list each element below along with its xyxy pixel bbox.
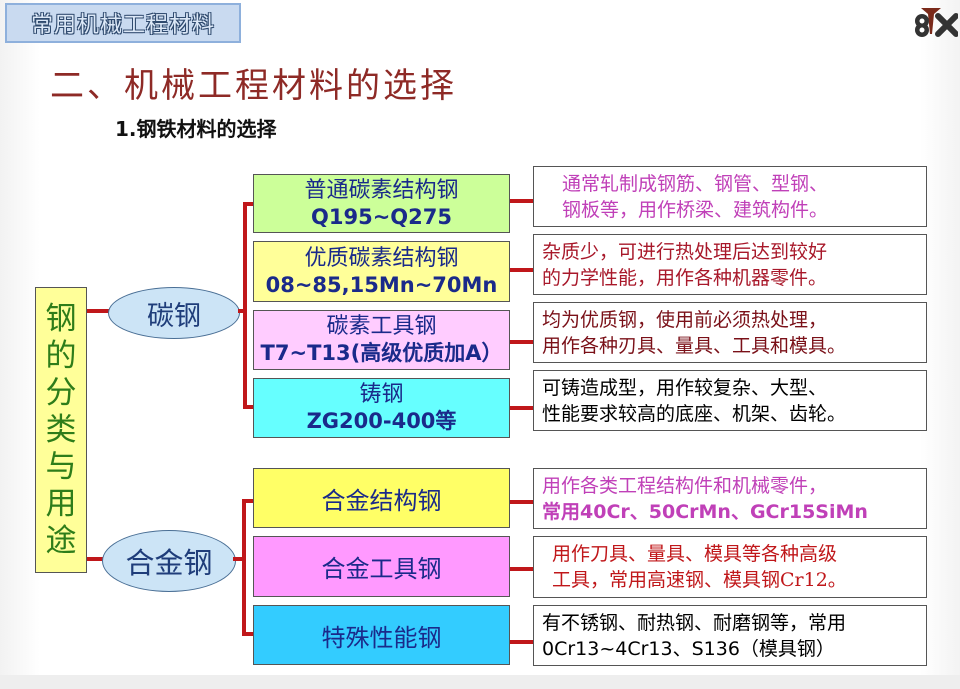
carbon-steel-node: 碳钢 [108, 287, 240, 339]
connector-row [510, 640, 534, 644]
section-header-label: 常用机械工程材料 [30, 13, 215, 38]
usage-line: 的力学性能，用作各种机器零件。 [542, 266, 828, 289]
steel-grade: 08~85,15Mn~70Mn [265, 272, 498, 297]
gear-logo-icon [915, 8, 958, 37]
root-char: 与 [45, 448, 77, 485]
usage-description-box: 均为优质钢，使用前必须热处理， 用作各种刃具、量具、工具和模具。 [533, 302, 927, 363]
connector-carbon-stub [238, 309, 246, 313]
root-char: 类 [45, 411, 77, 448]
steel-type-title: 碳素工具钢 [326, 314, 437, 339]
steel-type-box: 碳素工具钢 T7~T13(高级优质加A） [253, 310, 510, 370]
page-title: 二、机械工程材料的选择 [50, 66, 457, 106]
connector-row [510, 199, 534, 203]
steel-type-title: 特殊性能钢 [321, 623, 442, 652]
steel-type-box: 特殊性能钢 [253, 605, 510, 665]
connector-alloy-top [242, 499, 254, 503]
root-category-box: 钢 的 分 类 与 用 途 [35, 287, 87, 573]
root-char: 途 [45, 522, 77, 559]
usage-description-box: 可铸造成型，用作较复杂、大型、 性能要求较高的底座、机架、齿轮。 [533, 370, 927, 431]
usage-line: 0Cr13~4Cr13、S136（模具钢） [542, 637, 835, 660]
root-char: 分 [45, 374, 77, 411]
usage-description-box: 有不锈钢、耐热钢、耐磨钢等，常用 0Cr13~4Cr13、S136（模具钢） [533, 605, 927, 666]
usage-description-box: 杂质少，可进行热处理后达到较好 的力学性能，用作各种机器零件。 [533, 234, 927, 295]
usage-description-box: 用作各类工程结构件和机械零件， 常用40Cr、50CrMn、GCr15SiMn [533, 468, 927, 529]
steel-type-title: 优质碳素结构钢 [304, 245, 459, 271]
root-char: 的 [45, 337, 77, 374]
connector-row [510, 340, 534, 344]
alloy-steel-node: 合金钢 [102, 530, 236, 592]
steel-type-box: 普通碳素结构钢 Q195~Q275 [253, 174, 510, 233]
usage-line: 杂质少，可进行热处理后达到较好 [542, 240, 828, 263]
usage-line: 用作各种刃具、量具、工具和模具。 [542, 334, 847, 357]
usage-line: 可铸造成型，用作较复杂、大型、 [542, 376, 828, 399]
steel-type-box: 合金工具钢 [253, 536, 510, 597]
usage-line: 用作各类工程结构件和机械零件， [542, 474, 828, 497]
usage-line: 均为优质钢，使用前必须热处理， [542, 308, 828, 331]
section-header-box: 常用机械工程材料 [5, 3, 241, 43]
connector-root-alloy [87, 557, 103, 561]
usage-line: 常用40Cr、50CrMn、GCr15SiMn [542, 500, 868, 523]
connector-carbon-bottom [243, 405, 254, 409]
alloy-steel-label: 合金钢 [125, 546, 213, 580]
steel-grade: Q195~Q275 [311, 204, 452, 229]
steel-type-title: 合金结构钢 [321, 486, 442, 515]
steel-type-title: 铸钢 [359, 382, 404, 407]
steel-type-box: 合金结构钢 [253, 468, 510, 528]
connector-carbon-bracket [243, 202, 247, 409]
connector-row [510, 567, 534, 571]
carbon-steel-label: 碳钢 [147, 300, 201, 332]
connector-alloy-bracket [242, 499, 246, 636]
steel-grade: T7~T13(高级优质加A） [260, 341, 503, 365]
root-char: 钢 [45, 300, 77, 337]
steel-type-title: 合金工具钢 [321, 555, 442, 583]
usage-line: 有不锈钢、耐热钢、耐磨钢等，常用 [542, 611, 847, 634]
usage-line: 通常轧制成钢筋、钢管、型钢、 [562, 172, 829, 195]
connector-alloy-bottom [242, 632, 254, 636]
section-subtitle: 1.钢铁材料的选择 [115, 117, 277, 141]
usage-line: 钢板等，用作桥梁、建筑构件。 [562, 198, 829, 221]
usage-description-box: 用作刀具、量具、模具等各种高级 工具，常用高速钢、模具钢Cr12。 [533, 536, 927, 598]
slide-bottom-band [0, 675, 960, 689]
usage-line: 工具，常用高速钢、模具钢Cr12。 [552, 569, 847, 591]
usage-line: 性能要求较高的底座、机架、齿轮。 [542, 402, 847, 425]
steel-type-title: 普通碳素结构钢 [304, 177, 459, 203]
connector-root-carbon [87, 309, 109, 313]
usage-line: 用作刀具、量具、模具等各种高级 [552, 543, 838, 565]
connector-row [510, 406, 534, 410]
root-char: 用 [45, 485, 77, 522]
steel-type-box: 优质碳素结构钢 08~85,15Mn~70Mn [253, 241, 510, 302]
steel-grade: ZG200-400等 [306, 409, 457, 433]
steel-type-box: 铸钢 ZG200-400等 [253, 378, 510, 438]
connector-carbon-top [243, 202, 254, 206]
connector-row [510, 268, 534, 272]
connector-alloy-stub [233, 557, 245, 561]
usage-description-box: 通常轧制成钢筋、钢管、型钢、 钢板等，用作桥梁、建筑构件。 [533, 166, 927, 227]
connector-row [510, 500, 534, 504]
